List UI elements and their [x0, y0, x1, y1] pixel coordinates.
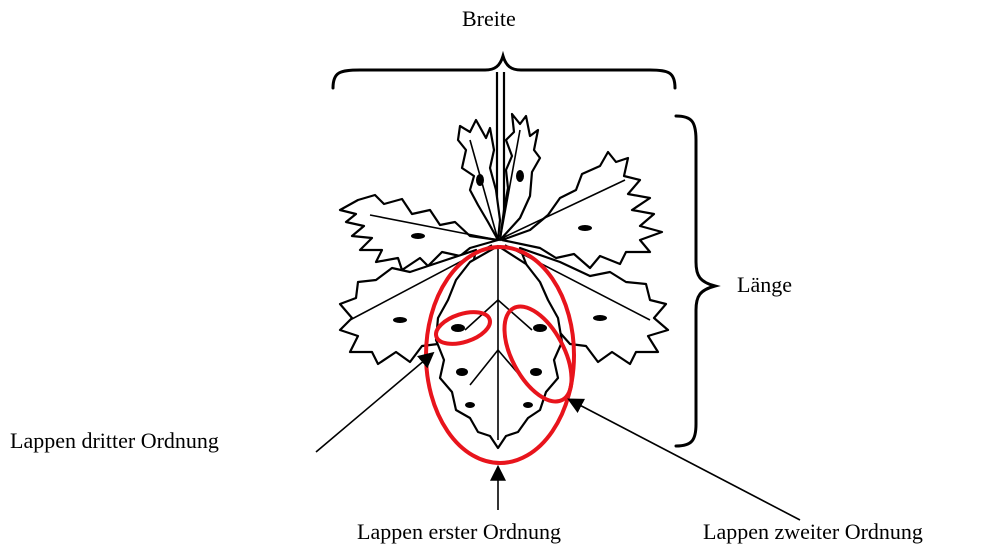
lobe-third-order-label: Lappen dritter Ordnung [10, 430, 219, 452]
length-brace [676, 116, 715, 446]
lobe-second-order-label: Lappen zweiter Ordnung [703, 521, 923, 543]
leaf-illustration [340, 72, 668, 448]
lobe-first-order-label: Lappen erster Ordnung [357, 521, 561, 543]
arrow-second-order [570, 400, 800, 520]
width-label: Breite [462, 8, 516, 30]
arrow-third-order [316, 354, 432, 452]
length-label: Länge [737, 274, 792, 296]
